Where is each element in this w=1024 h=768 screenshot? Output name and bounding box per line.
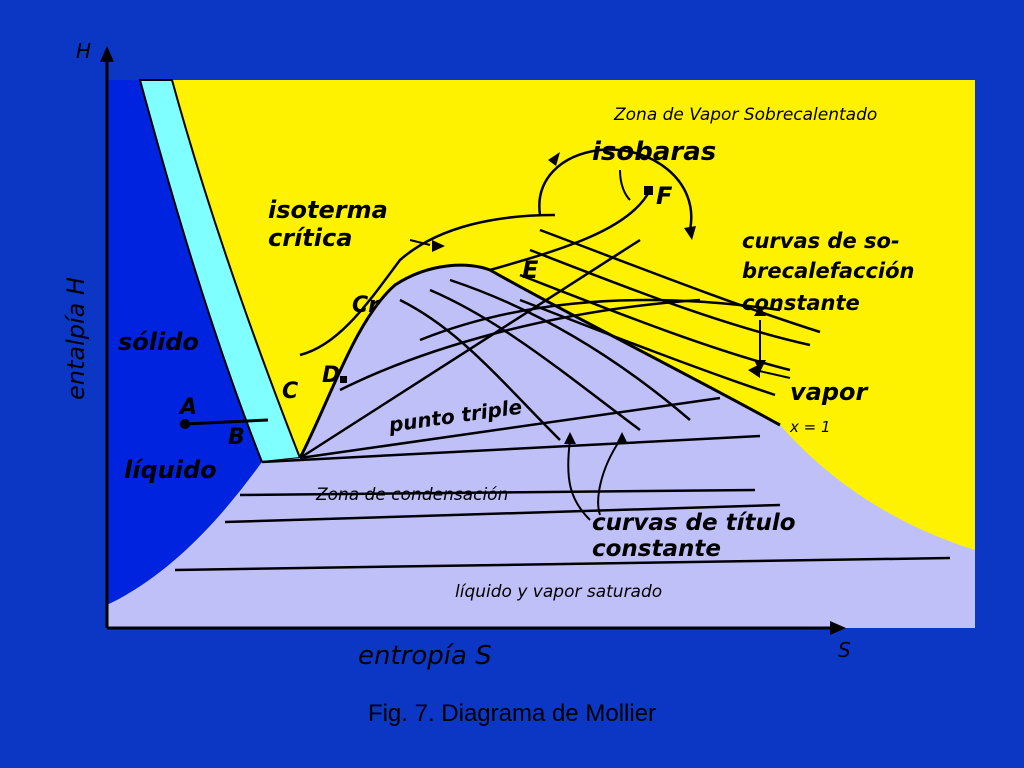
point-a-label: A: [178, 395, 197, 420]
x-equals-one-label: x = 1: [789, 418, 831, 436]
point-f-marker: [644, 186, 653, 195]
liquid-label: líquido: [124, 456, 217, 484]
y-axis-symbol: H: [76, 39, 91, 63]
point-b-label: B: [228, 425, 245, 450]
quality-curves-label-1: curvas de título: [592, 510, 796, 536]
y-axis-label: entalpía H: [62, 277, 90, 400]
point-f-label: F: [656, 182, 673, 210]
isobar-arrow-curve: [538, 148, 693, 231]
saturation-dome: [298, 263, 781, 459]
axes: [105, 55, 838, 630]
quality-curves-label-2: constante: [592, 536, 721, 562]
superheat-label-1: curvas de so-: [742, 229, 900, 253]
x-axis-symbol: S: [838, 638, 851, 662]
arrowheads: [432, 152, 766, 444]
vapor-zone-label: Zona de Vapor Sobrecalentado: [613, 105, 877, 125]
point-d-marker: [340, 376, 347, 383]
x-axis-arrow: [830, 621, 846, 635]
segment-a-b: [184, 418, 269, 426]
x-axis-label: entropía S: [358, 641, 492, 671]
vapor-label: vapor: [790, 378, 870, 406]
saturated-label: líquido y vapor saturado: [455, 582, 662, 602]
critical-isotherm-label-1: isoterma: [268, 196, 388, 224]
pointer-arrows: [409, 169, 791, 521]
solid-zone: [107, 80, 262, 605]
figure-caption: Fig. 7. Diagrama de Mollier: [367, 700, 657, 727]
y-axis-arrow: [100, 46, 114, 62]
isobars-lines: [174, 189, 951, 572]
point-c-label: C: [282, 379, 298, 404]
critical-isotherm-label-2: crítica: [268, 224, 352, 252]
isobars-label: isobaras: [592, 137, 716, 167]
superheat-label-2: brecalefacción: [742, 259, 914, 283]
superheat-label-3: constante: [742, 291, 860, 315]
point-e-label: E: [522, 256, 539, 284]
point-d-label: D: [322, 363, 340, 388]
critical-point-label: Cr: [352, 293, 380, 318]
solid-zone-label: sólido: [118, 328, 199, 356]
condensation-zone-label: Zona de condensación: [315, 485, 508, 505]
critical-isotherm: [299, 213, 556, 357]
quality-curves: [399, 278, 691, 441]
